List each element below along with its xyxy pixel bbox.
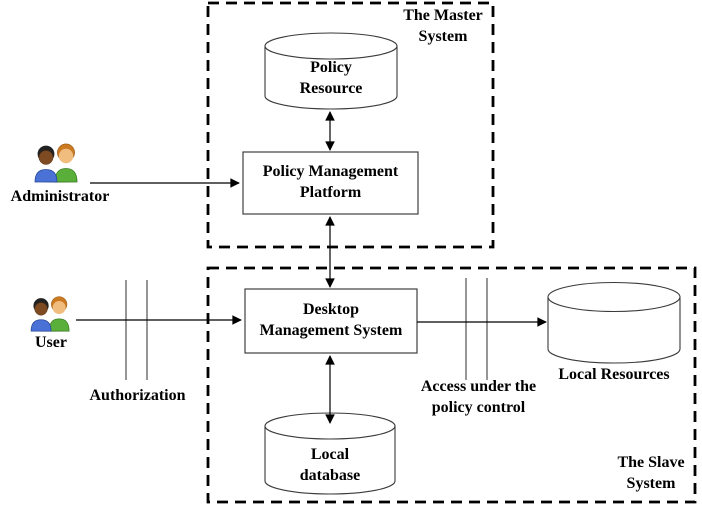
master-system-label: The Master System (403, 7, 483, 46)
master-system-boundary (206, 1, 495, 249)
authorization-label: Authorization (89, 387, 186, 404)
local-database-cylinder (264, 412, 396, 495)
local-resources-label: Local Resources (558, 366, 670, 383)
desktop-management-system-box (244, 288, 418, 354)
policy-management-platform-box (242, 151, 419, 215)
administrator-users-icon (34, 143, 78, 183)
local-resources-cylinder (547, 281, 681, 364)
policy-resource-label: Policy Resource (299, 59, 363, 98)
slave-system-boundary (206, 266, 697, 504)
user-users-icon (30, 296, 70, 332)
access-policy-control-label: Access under the policy control (420, 378, 537, 417)
policy-resource-cylinder (264, 32, 398, 110)
desktop-management-system-label: Desktop Management System (259, 301, 403, 339)
local-database-label: Local database (299, 446, 361, 484)
user-label: User (35, 334, 67, 351)
policy-management-platform-label: Policy Management Platform (262, 163, 399, 201)
slave-system-label: The Slave System (617, 454, 685, 493)
administrator-label: Administrator (10, 188, 110, 205)
